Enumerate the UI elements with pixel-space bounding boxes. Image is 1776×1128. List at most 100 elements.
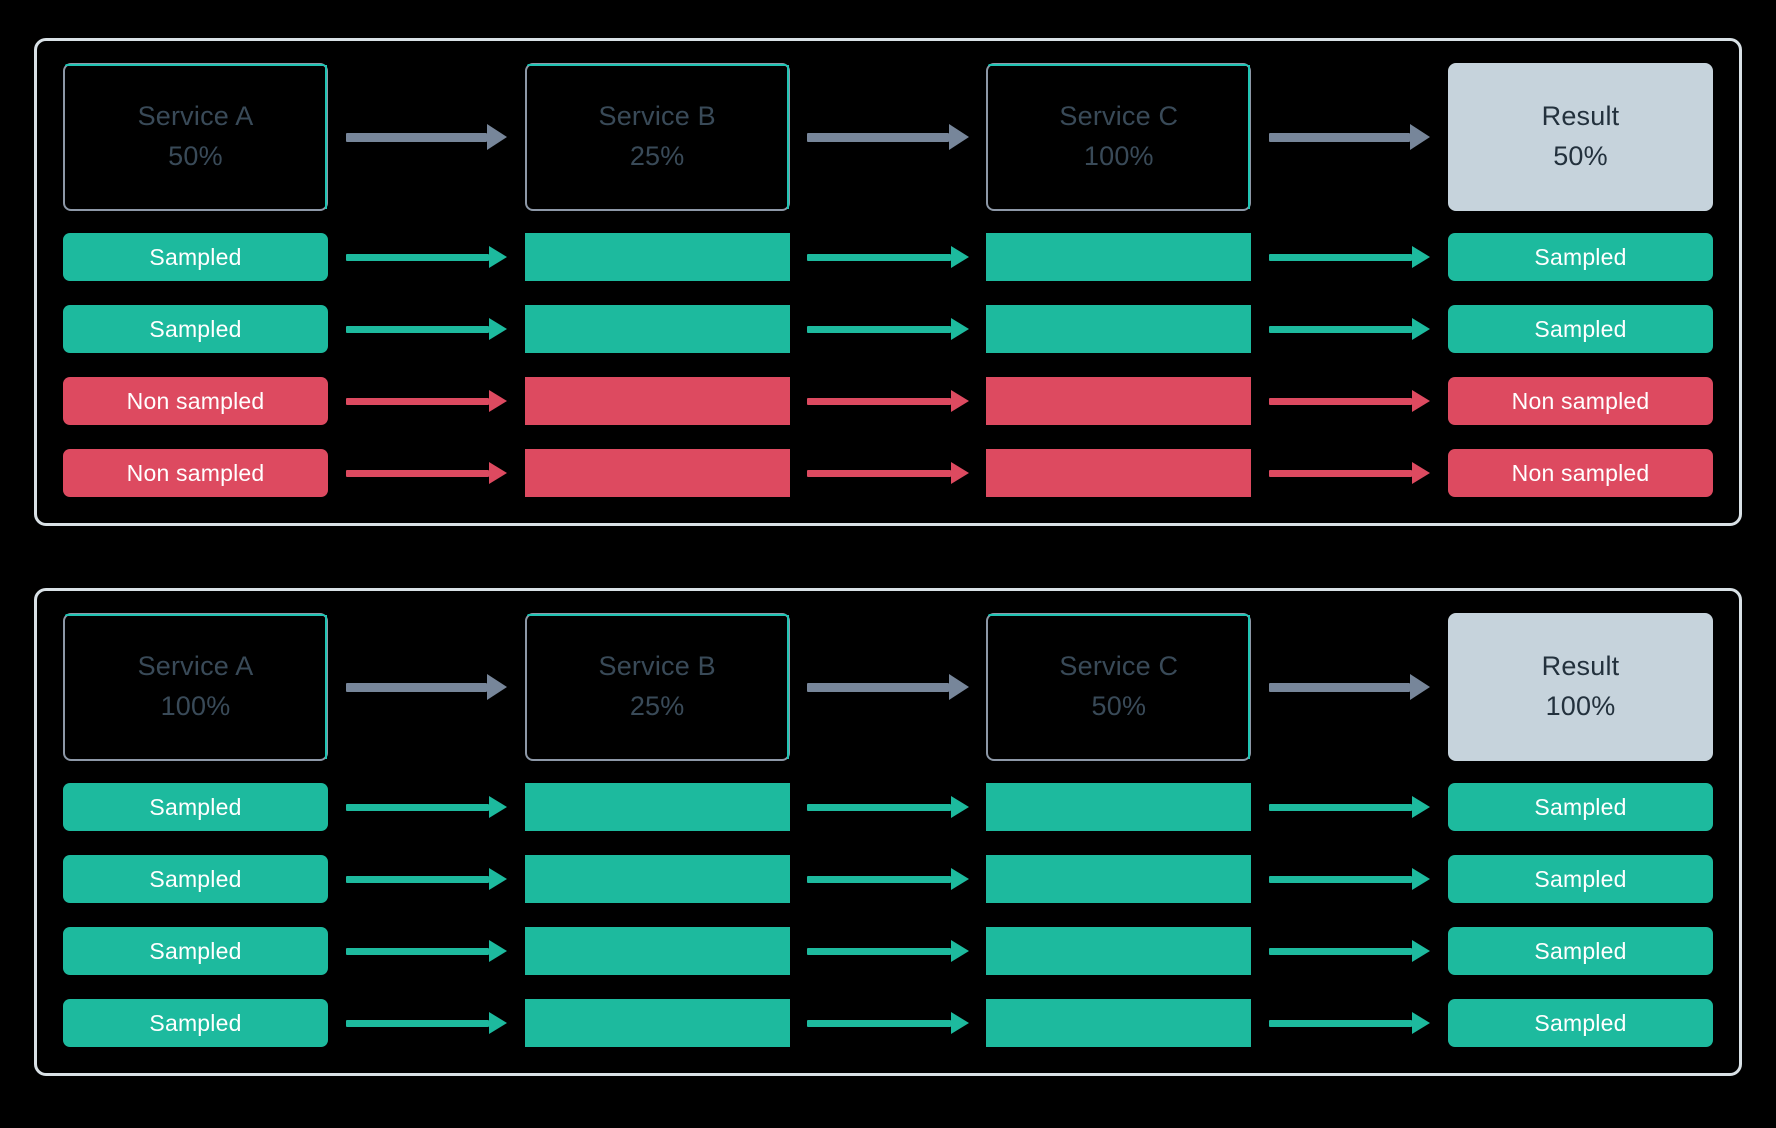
connector-slot (790, 233, 987, 281)
flow-arrow-grey (807, 124, 969, 150)
connector-slot (1251, 999, 1448, 1047)
trace-arrow-sampled (345, 1012, 507, 1034)
arrow-head-icon (1412, 796, 1431, 818)
service-node-value: 25% (629, 141, 685, 171)
connector-slot (1251, 305, 1448, 353)
arrow-shaft (807, 325, 951, 333)
trace-bar-start[interactable]: Sampled (63, 855, 328, 903)
trace-bar-middle[interactable] (524, 449, 790, 497)
trace-arrow-non-sampled (345, 462, 507, 484)
connector-slot (790, 927, 987, 975)
trace-bar-end[interactable]: Sampled (1448, 855, 1714, 903)
trace-row: Sampled Sampled (63, 233, 1714, 281)
arrow-head-icon (488, 1012, 507, 1034)
trace-arrow-sampled (1269, 1012, 1431, 1034)
trace-bar-middle[interactable] (524, 783, 790, 831)
arrow-head-icon (486, 124, 507, 150)
trace-bar-middle[interactable] (524, 999, 790, 1047)
arrow-shaft (1269, 397, 1413, 405)
trace-bar-middle[interactable] (986, 305, 1252, 353)
trace-bar-end[interactable]: Non sampled (1448, 449, 1714, 497)
trace-row: Sampled Sampled (63, 927, 1714, 975)
service-node-a[interactable]: Service A 50% (63, 63, 328, 211)
service-node-a[interactable]: Service A 100% (63, 613, 328, 761)
arrow-head-icon (950, 318, 969, 340)
trace-bar-middle[interactable] (524, 377, 790, 425)
trace-bar-middle[interactable] (986, 377, 1252, 425)
trace-bar-middle[interactable] (986, 449, 1252, 497)
trace-bar-start[interactable]: Sampled (63, 233, 328, 281)
trace-arrow-sampled (807, 318, 969, 340)
connector-slot (328, 305, 525, 353)
trace-bar-end[interactable]: Non sampled (1448, 377, 1714, 425)
trace-bar-end[interactable]: Sampled (1448, 927, 1714, 975)
arrow-head-icon (950, 868, 969, 890)
arrow-head-icon (1412, 940, 1431, 962)
service-node-c[interactable]: Service C 100% (986, 63, 1252, 211)
service-node-value: 100% (1083, 141, 1154, 171)
service-node-title: Service B (598, 101, 716, 132)
arrow-shaft (807, 875, 951, 883)
trace-bar-middle[interactable] (524, 927, 790, 975)
service-node-value: 25% (629, 691, 685, 721)
flow-arrow-grey (1269, 124, 1431, 150)
service-node-b[interactable]: Service B 25% (524, 63, 790, 211)
trace-bar-middle[interactable] (986, 999, 1252, 1047)
flow-arrow-grey (807, 674, 969, 700)
trace-bar-start[interactable]: Non sampled (63, 377, 328, 425)
trace-arrow-sampled (807, 796, 969, 818)
trace-bar-middle[interactable] (986, 927, 1252, 975)
trace-bar-middle[interactable] (524, 855, 790, 903)
arrow-head-icon (1412, 318, 1431, 340)
service-node-b[interactable]: Service B 25% (524, 613, 790, 761)
arrow-shaft (1269, 803, 1413, 811)
result-node[interactable]: Result 100% (1448, 613, 1714, 761)
trace-bar-middle[interactable] (524, 233, 790, 281)
trace-bar-end[interactable]: Sampled (1448, 783, 1714, 831)
trace-bar-middle[interactable] (524, 305, 790, 353)
connector-slot (1251, 613, 1448, 761)
connector-slot (328, 855, 525, 903)
arrow-shaft (345, 325, 489, 333)
trace-bar-middle[interactable] (986, 855, 1252, 903)
flow-arrow-grey (345, 124, 507, 150)
trace-bar-middle[interactable] (986, 783, 1252, 831)
arrow-head-icon (950, 246, 969, 268)
trace-bar-start[interactable]: Sampled (63, 927, 328, 975)
trace-arrow-sampled (807, 868, 969, 890)
arrow-head-icon (1412, 462, 1431, 484)
trace-bar-end[interactable]: Sampled (1448, 233, 1714, 281)
trace-bar-middle[interactable] (986, 233, 1252, 281)
trace-arrow-sampled (345, 868, 507, 890)
connector-slot (1251, 855, 1448, 903)
arrow-shaft (807, 682, 949, 692)
trace-bar-start[interactable]: Sampled (63, 305, 328, 353)
arrow-shaft (345, 875, 489, 883)
connector-slot (1251, 449, 1448, 497)
connector-slot (328, 613, 525, 761)
arrow-head-icon (950, 940, 969, 962)
trace-arrow-sampled (1269, 940, 1431, 962)
trace-row: Non sampled Non sa (63, 449, 1714, 497)
service-node-title: Service B (598, 651, 716, 682)
sampling-panel-2: Service A 100% Service B 25% (34, 588, 1742, 1076)
trace-bar-start[interactable]: Sampled (63, 783, 328, 831)
trace-bar-end[interactable]: Sampled (1448, 999, 1714, 1047)
trace-bar-end[interactable]: Sampled (1448, 305, 1714, 353)
trace-arrow-sampled (807, 1012, 969, 1034)
result-node[interactable]: Result 50% (1448, 63, 1714, 211)
connector-slot (1251, 63, 1448, 211)
service-node-title: Service C (1059, 651, 1179, 682)
connector-slot (790, 63, 987, 211)
connector-slot (328, 449, 525, 497)
trace-arrow-sampled (1269, 318, 1431, 340)
trace-bar-start[interactable]: Non sampled (63, 449, 328, 497)
arrow-head-icon (486, 674, 507, 700)
trace-arrow-sampled (345, 246, 507, 268)
arrow-head-icon (488, 796, 507, 818)
service-node-c[interactable]: Service C 50% (986, 613, 1252, 761)
trace-row: Sampled Sampled (63, 305, 1714, 353)
trace-bar-start[interactable]: Sampled (63, 999, 328, 1047)
connector-slot (790, 305, 987, 353)
arrow-head-icon (950, 462, 969, 484)
